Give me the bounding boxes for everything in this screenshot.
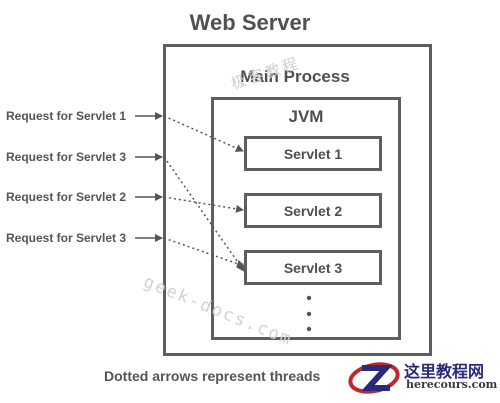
request-label-3: Request for Servlet 2 bbox=[6, 190, 127, 204]
ellipsis-dot-3 bbox=[306, 326, 312, 332]
logo-z-icon bbox=[348, 362, 400, 394]
ellipsis-dot-2 bbox=[306, 311, 312, 317]
ellipsis-dot-1 bbox=[306, 295, 312, 301]
site-logo: 这里教程网 herecours.com bbox=[348, 356, 498, 398]
web-server-box bbox=[163, 44, 432, 356]
servlet-3-box: Servlet 3 bbox=[244, 250, 382, 285]
servlet-1-box: Servlet 1 bbox=[244, 136, 382, 171]
thread-arrow-2 bbox=[163, 156, 245, 272]
thread-arrow-4 bbox=[163, 237, 245, 268]
thread-arrow-3 bbox=[163, 196, 244, 213]
request-label-1: Request for Servlet 1 bbox=[6, 109, 127, 123]
jvm-box bbox=[211, 97, 401, 340]
servlet-2-box: Servlet 2 bbox=[244, 193, 382, 228]
jvm-label: JVM bbox=[288, 107, 324, 126]
main-process-label: Main Process bbox=[240, 67, 350, 86]
logo-cn-text: 这里教程网 bbox=[404, 362, 485, 381]
thread-arrow-1 bbox=[163, 115, 244, 152]
request-label-2: Request for Servlet 3 bbox=[6, 150, 127, 164]
caption: Dotted arrows represent threads bbox=[104, 368, 321, 384]
request-label-4: Request for Servlet 3 bbox=[6, 231, 127, 245]
logo-url-text: herecours.com bbox=[406, 378, 498, 391]
diagram-title: Web Server bbox=[189, 10, 311, 35]
